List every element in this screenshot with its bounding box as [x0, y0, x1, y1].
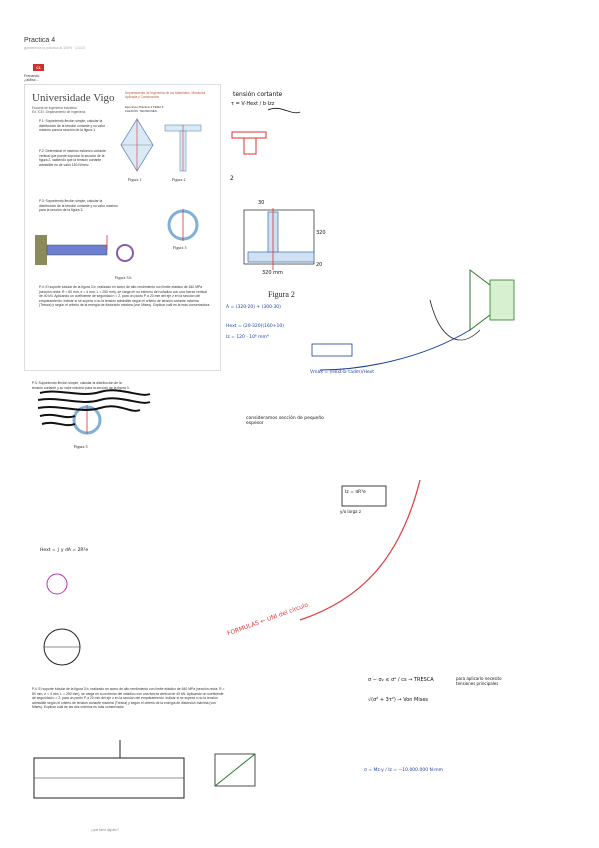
lower-figure-3-caption: Figura 3: [74, 444, 88, 449]
dim-top: 30: [258, 200, 265, 206]
school-line: Ed. ICEI, Departamento de Ingeniería: [32, 110, 86, 114]
university-logo: Universidade Vigo: [32, 92, 115, 104]
document-figures: [35, 118, 202, 265]
note-hext-ring: Hext = ∫ y dA = 2R²e: [40, 548, 89, 553]
lower-problem-3: P.3: Suponiendo flexión simple, calcular…: [32, 381, 130, 390]
header-line: Ejercicios Práctica 4 TEMA 5: [125, 105, 164, 109]
note-iz-result: Iz = πR³e: [345, 490, 366, 495]
note-y-larga: y/o larga z: [340, 509, 361, 514]
school-info: Escuela de Ingeniería Industrial Ed. ICE…: [32, 106, 92, 114]
note-inertia: Iz = 120 · 10⁶ mm⁴: [226, 335, 269, 340]
note-hext: Hext = (20·320)(160+10): [226, 324, 284, 329]
dim-bottom: 20: [316, 262, 323, 268]
owner-line: ¿aMisc...: [24, 78, 39, 83]
exercise-document: Universidade Vigo Escuela de Ingeniería …: [24, 84, 221, 371]
note-formula: τ = V·Hext / b·Izz: [231, 101, 275, 107]
header-line: FLEXIÓN. TENSIONES.: [125, 109, 158, 113]
figure-3b-caption: Figura 3.b: [115, 275, 132, 280]
problem-3: P.3: Suponiendo flexión simple, calcular…: [39, 199, 118, 213]
user-badge[interactable]: C1: [33, 64, 44, 71]
department: Departamento de Ingeniería de los Materi…: [125, 91, 215, 99]
exercise-header: Ejercicios Práctica 4 TEMA 5 FLEXIÓN. TE…: [125, 105, 215, 113]
page-footer: ¿qué tiene alguien?: [91, 828, 120, 832]
figure-3-caption: Figura 3: [173, 245, 187, 250]
dim-height: 320: [316, 230, 326, 236]
note-von-mises: √(σ² + 3τ²) → Von Mises: [368, 697, 429, 703]
note-title: tensión cortante: [233, 91, 283, 98]
page-title: Practica 4: [24, 37, 56, 44]
owner-line: Frenando: [24, 74, 40, 78]
dept-line: Departamento de Ingeniería de los Materi…: [125, 91, 206, 95]
note-sigma: σ = Mz·y / Iz = −10.000.000 N·mm: [364, 768, 444, 773]
problem-2: P.2: Determinar el máximo esfuerzo corta…: [39, 149, 106, 167]
page-subtitle: ganaremos la práctica al 100% · 1/1/23: [24, 46, 85, 50]
figure-1-caption: Figura 1: [128, 177, 142, 182]
note-area: A = (320·20) + (300·30): [226, 305, 281, 310]
note-criteria: para aplicarlo necesito tensiones princi…: [456, 676, 502, 686]
problem-1: P.1: Suponiendo flexión simple, calcular…: [39, 119, 105, 133]
lower-problem-4: P.4: El soporte tubular de la figura 3.b…: [32, 687, 225, 710]
school-line: Escuela de Ingeniería Industrial: [32, 106, 77, 110]
note-circled-number: 2: [230, 175, 234, 182]
problem-4: P.4: El soporte tubular de la figura 3.b…: [39, 285, 211, 308]
dept-line: Aplicada y Construcción: [125, 95, 160, 99]
note-vmax: Vmáx = (Hext·b·τadm)/Hext: [310, 370, 374, 375]
owner-info: Frenando ¿aMisc...: [24, 74, 39, 82]
note-thin-section: consideramos sección de pequeño espesor: [246, 416, 324, 426]
note-tresca: σ − σ₂ ≤ σᵉ / cs → TRESCA: [368, 677, 434, 683]
dim-width: 320 mm: [262, 270, 283, 276]
figura-2-label: Figura 2: [268, 290, 295, 299]
figure-2-caption: Figura 2: [172, 177, 186, 182]
